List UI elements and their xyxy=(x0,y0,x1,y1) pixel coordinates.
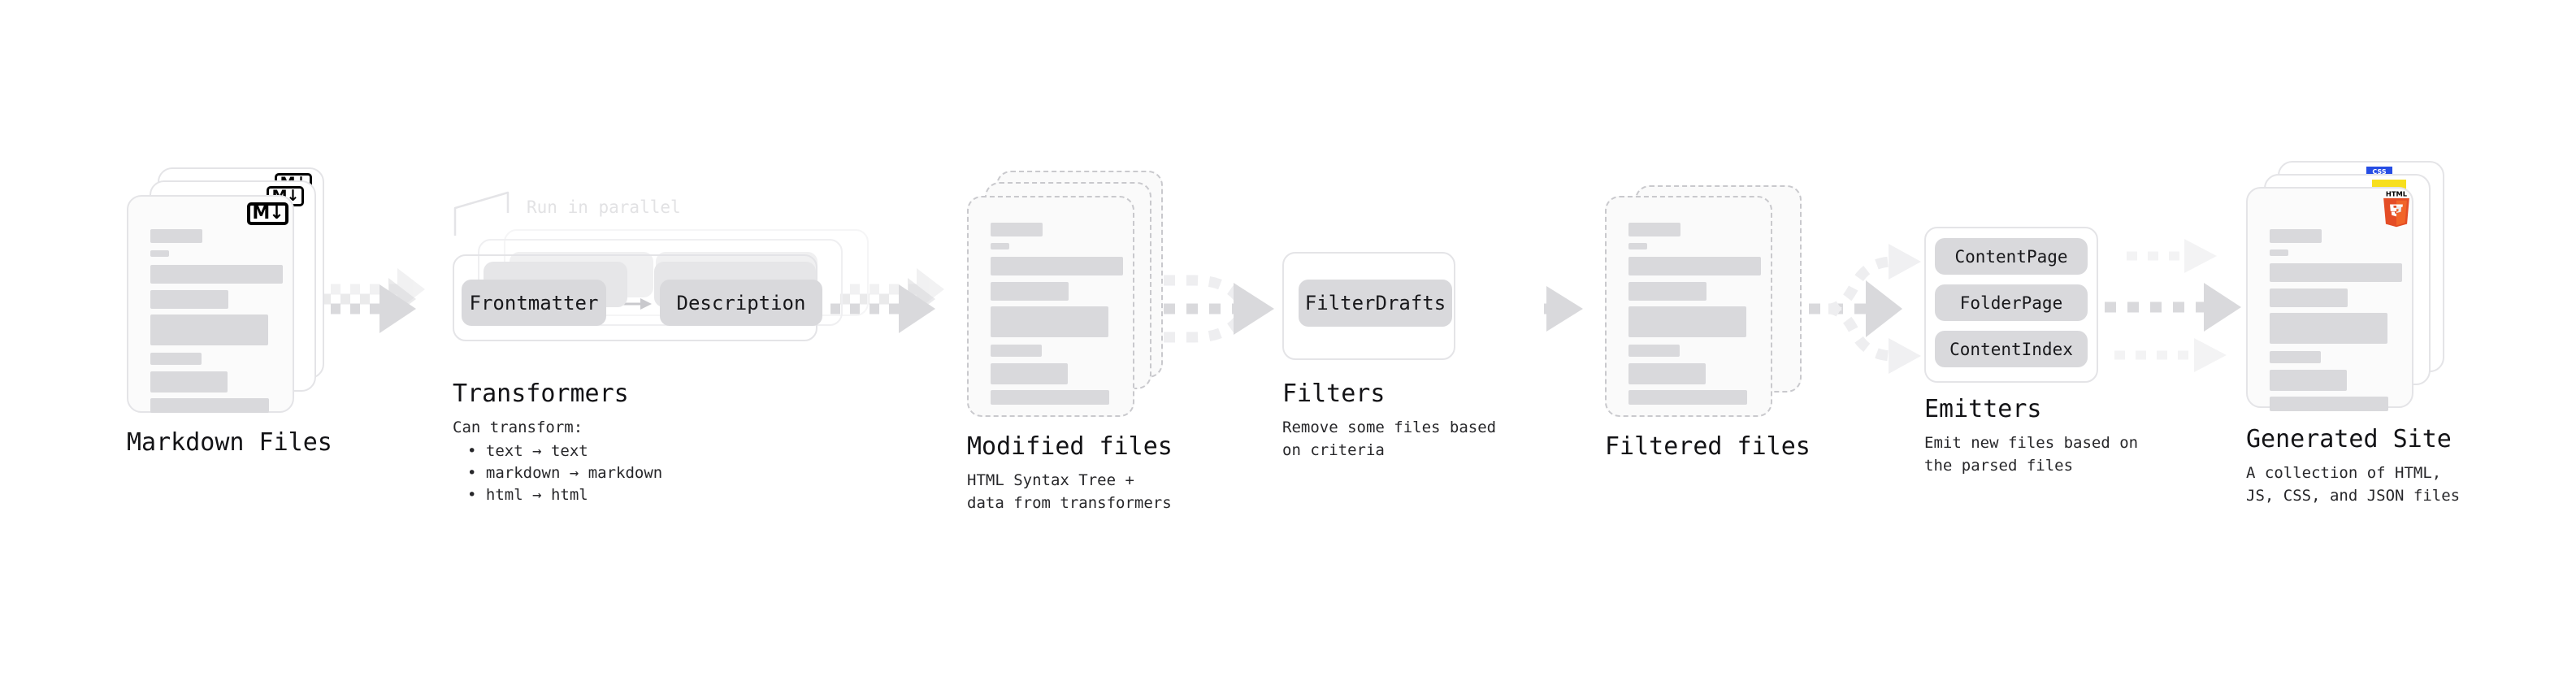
skeleton-line xyxy=(150,290,228,309)
connector-emitters-to-site xyxy=(2105,239,2241,372)
skeleton-line xyxy=(1628,257,1761,275)
skeleton-line xyxy=(1628,282,1706,301)
connector-md-to-transformers xyxy=(311,268,425,333)
skeleton-line xyxy=(1628,390,1747,405)
skeleton-line xyxy=(1628,345,1680,357)
skeleton-line xyxy=(2270,313,2387,344)
skeleton-line xyxy=(991,223,1043,236)
skeleton-line xyxy=(2270,263,2402,282)
run-in-parallel-label: Run in parallel xyxy=(527,197,681,217)
transformer-chip-label: Frontmatter xyxy=(469,291,599,314)
html5-icon-svg: HTML xyxy=(2383,190,2409,228)
skeleton-line xyxy=(150,398,269,413)
emitter-chip-contentindex[interactable]: ContentIndex xyxy=(1935,331,2088,367)
emitter-chip-folderpage[interactable]: FolderPage xyxy=(1935,284,2088,321)
skeleton-line xyxy=(2270,397,2388,411)
emitter-chip-label: ContentIndex xyxy=(1949,339,2073,359)
css-icon-label: CSS xyxy=(2372,168,2387,176)
markdown-icon: M↓ xyxy=(247,202,288,225)
stage-desc-emitters: Emit new files based on the parsed files xyxy=(1924,434,2139,475)
skeleton-line xyxy=(991,243,1009,249)
stage-title-markdown-files: Markdown Files xyxy=(127,428,332,457)
stage-title-filters: Filters xyxy=(1282,380,1386,408)
skeleton-line xyxy=(150,353,202,365)
connector-filtered-to-emitters xyxy=(1786,244,1921,374)
stage-title-emitters: Emitters xyxy=(1924,395,2042,423)
stage-desc-transformers: Can transform: xyxy=(453,419,583,436)
stage-title-generated-site: Generated Site xyxy=(2246,425,2452,453)
emitter-chip-contentpage[interactable]: ContentPage xyxy=(1935,238,2088,275)
stage-desc-generated-site: A collection of HTML, JS, CSS, and JSON … xyxy=(2246,464,2461,505)
skeleton-line xyxy=(1628,363,1706,384)
skeleton-line xyxy=(150,250,169,257)
filter-chip-filterdrafts[interactable]: FilterDrafts xyxy=(1299,280,1452,327)
markdown-icon-glyph: M↓ xyxy=(252,203,284,223)
transformers-bullet-3: • html → html xyxy=(467,486,588,504)
skeleton-line xyxy=(1628,223,1680,236)
skeleton-line xyxy=(2270,288,2348,307)
emitter-chip-label: ContentPage xyxy=(1954,246,2068,267)
html5-icon-toplabel: HTML xyxy=(2386,190,2408,198)
transformer-chip-description[interactable]: Description xyxy=(660,280,822,326)
transformers-bullet-2: • markdown → markdown xyxy=(467,464,663,482)
filter-chip-label: FilterDrafts xyxy=(1304,292,1446,314)
run-in-parallel-bracket xyxy=(453,191,510,236)
skeleton-line xyxy=(2270,351,2321,363)
skeleton-line xyxy=(2270,229,2322,243)
skeleton-line xyxy=(991,390,1109,405)
skeleton-line xyxy=(991,257,1123,275)
transformer-chip-frontmatter[interactable]: Frontmatter xyxy=(462,280,606,326)
filtered-card-front xyxy=(1605,196,1772,417)
modified-card-front xyxy=(967,196,1134,417)
filters-group xyxy=(1282,252,1455,360)
skeleton-line xyxy=(1628,306,1746,337)
transformer-chip-label: Description xyxy=(676,291,806,314)
skeleton-line xyxy=(150,314,268,345)
skeleton-line xyxy=(991,345,1042,357)
stage-title-modified-files: Modified files xyxy=(967,432,1173,461)
skeleton-line xyxy=(150,265,283,284)
skeleton-line xyxy=(991,306,1108,337)
skeleton-line xyxy=(2270,370,2347,391)
skeleton-line xyxy=(991,363,1068,384)
generated-card-front xyxy=(2246,187,2413,411)
skeleton-line xyxy=(1628,243,1647,249)
transformers-bullet-1: • text → text xyxy=(467,442,588,460)
stage-title-transformers: Transformers xyxy=(453,380,629,408)
skeleton-line xyxy=(150,229,202,243)
stage-desc-modified-files: HTML Syntax Tree + data from transformer… xyxy=(967,471,1172,512)
connector-filters-to-filtered xyxy=(1544,286,1583,332)
markdown-card-front xyxy=(127,195,294,413)
skeleton-line xyxy=(150,371,228,393)
skeleton-line xyxy=(991,282,1069,301)
stage-desc-filters: Remove some files based on criteria xyxy=(1282,419,1497,459)
html5-icon: HTML xyxy=(2381,190,2412,229)
emitters-group xyxy=(1924,227,2098,383)
stage-title-filtered-files: Filtered files xyxy=(1605,432,1811,461)
emitter-chip-label: FolderPage xyxy=(1959,293,2063,313)
skeleton-line xyxy=(2270,249,2288,256)
